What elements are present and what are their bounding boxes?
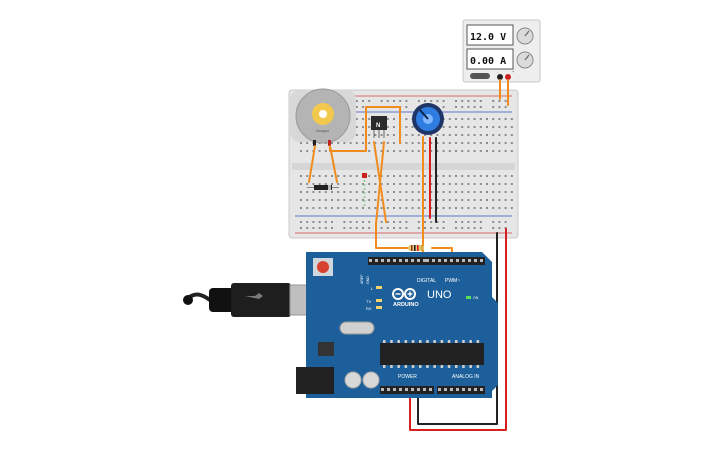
- wire-motor-diode-a[interactable]: [308, 145, 316, 183]
- l-label: L: [371, 286, 374, 291]
- on-label: ON: [473, 296, 479, 300]
- tx-label: TX: [366, 299, 371, 304]
- power-supply[interactable]: 12.0 V 0.00 A - +: [462, 19, 541, 83]
- potentiometer[interactable]: [412, 103, 444, 135]
- microcontroller-chip: [380, 343, 484, 365]
- transistor-label: N: [376, 123, 380, 129]
- power-label: POWER: [398, 374, 417, 380]
- power-jack[interactable]: [296, 367, 334, 394]
- wire-transistor-emitter[interactable]: [375, 141, 419, 249]
- digital-header-low[interactable]: [425, 257, 485, 265]
- gnd-label: GND: [366, 276, 370, 284]
- arduino-uno[interactable]: DIGITAL PWM~ AREF GND L TX RX UNO ARDUIN…: [296, 252, 498, 398]
- wire-arduino-5v[interactable]: [409, 228, 507, 431]
- pwm-label: PWM~: [445, 278, 460, 284]
- negative-terminal[interactable]: [497, 74, 503, 80]
- plus-label: +: [512, 69, 515, 74]
- power-switch[interactable]: [470, 73, 490, 79]
- usb-cable[interactable]: [183, 283, 319, 317]
- resistor[interactable]: [408, 245, 424, 251]
- digital-label: DIGITAL: [417, 278, 436, 284]
- digital-header-high[interactable]: [368, 257, 426, 265]
- motor-label: Dragon: [316, 128, 329, 133]
- reset-button[interactable]: [317, 261, 329, 273]
- model-label: UNO: [427, 289, 452, 301]
- usb-icon: [245, 293, 263, 299]
- aref-label: AREF: [360, 275, 364, 284]
- rx-label: RX: [366, 306, 372, 311]
- analog-label: ANALOG IN: [452, 374, 480, 380]
- arduino-logo-icon: [392, 288, 416, 300]
- led-indicator[interactable]: [362, 173, 367, 206]
- voltage-display: 12.0 V: [470, 32, 506, 43]
- npn-transistor[interactable]: N: [371, 116, 387, 138]
- minus-label: -: [497, 69, 499, 74]
- positive-terminal[interactable]: [505, 74, 511, 80]
- diode[interactable]: [307, 185, 339, 190]
- wire-motor-diode-b[interactable]: [329, 145, 338, 183]
- brand-label: ARDUINO: [393, 302, 419, 308]
- current-display: 0.00 A: [470, 56, 506, 67]
- dc-motor[interactable]: Dragon: [290, 88, 356, 146]
- analog-header[interactable]: [437, 386, 485, 394]
